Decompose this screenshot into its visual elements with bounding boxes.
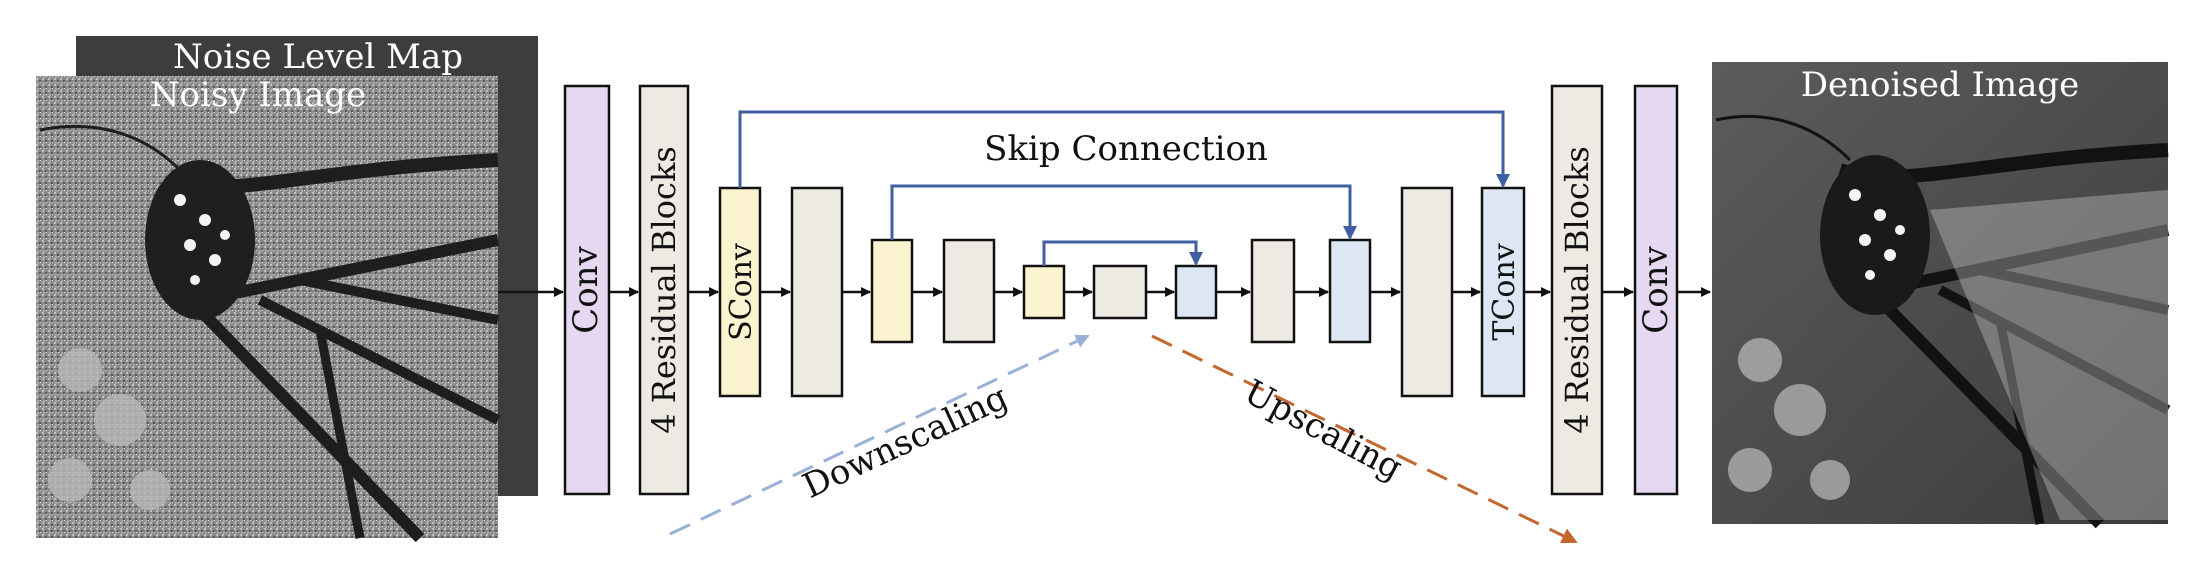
encoder-feature-block-1 (790, 186, 844, 398)
skip-connection-label: Skip Connection (984, 129, 1268, 169)
noisy-image-label: Noisy Image (150, 75, 366, 115)
encoder-feature-block-2 (942, 238, 996, 344)
conv-output-block: Conv (1633, 84, 1679, 496)
bottleneck-block (1092, 264, 1148, 320)
upscaling-label: Upscaling (1238, 372, 1409, 488)
upscale-block-3 (1174, 264, 1218, 320)
downscaling-arrow (669, 334, 1090, 536)
conv-input-block: Conv (563, 84, 611, 496)
upscaling-arrow (1151, 334, 1578, 544)
decoder-feature-block-2 (1250, 238, 1296, 344)
denoised-image-label: Denoised Image (1801, 65, 2080, 105)
conv-input-label: Conv (566, 245, 606, 333)
denoised-image: Denoised Image (1712, 62, 2171, 529)
residual-input-label: 4 Residual Blocks (645, 146, 683, 434)
residual-output-label: 4 Residual Blocks (1558, 146, 1596, 434)
sconv-block: SConv (718, 186, 762, 398)
skip-connection-arrows (738, 110, 1510, 266)
tconv-block: TConv (1480, 186, 1526, 398)
conv-output-label: Conv (1636, 245, 1676, 333)
sconv-label: SConv (724, 243, 759, 341)
residual-output-block: 4 Residual Blocks (1550, 84, 1604, 496)
residual-input-block: 4 Residual Blocks (638, 84, 690, 496)
downscale-block-3 (1022, 264, 1066, 320)
downscale-block-2 (870, 238, 914, 344)
noisy-image: Noisy Image (36, 75, 501, 543)
upscale-block-2 (1328, 238, 1372, 344)
noise-level-map-label: Noise Level Map (173, 37, 463, 77)
decoder-feature-block-1 (1400, 186, 1454, 398)
tconv-label: TConv (1487, 243, 1522, 340)
